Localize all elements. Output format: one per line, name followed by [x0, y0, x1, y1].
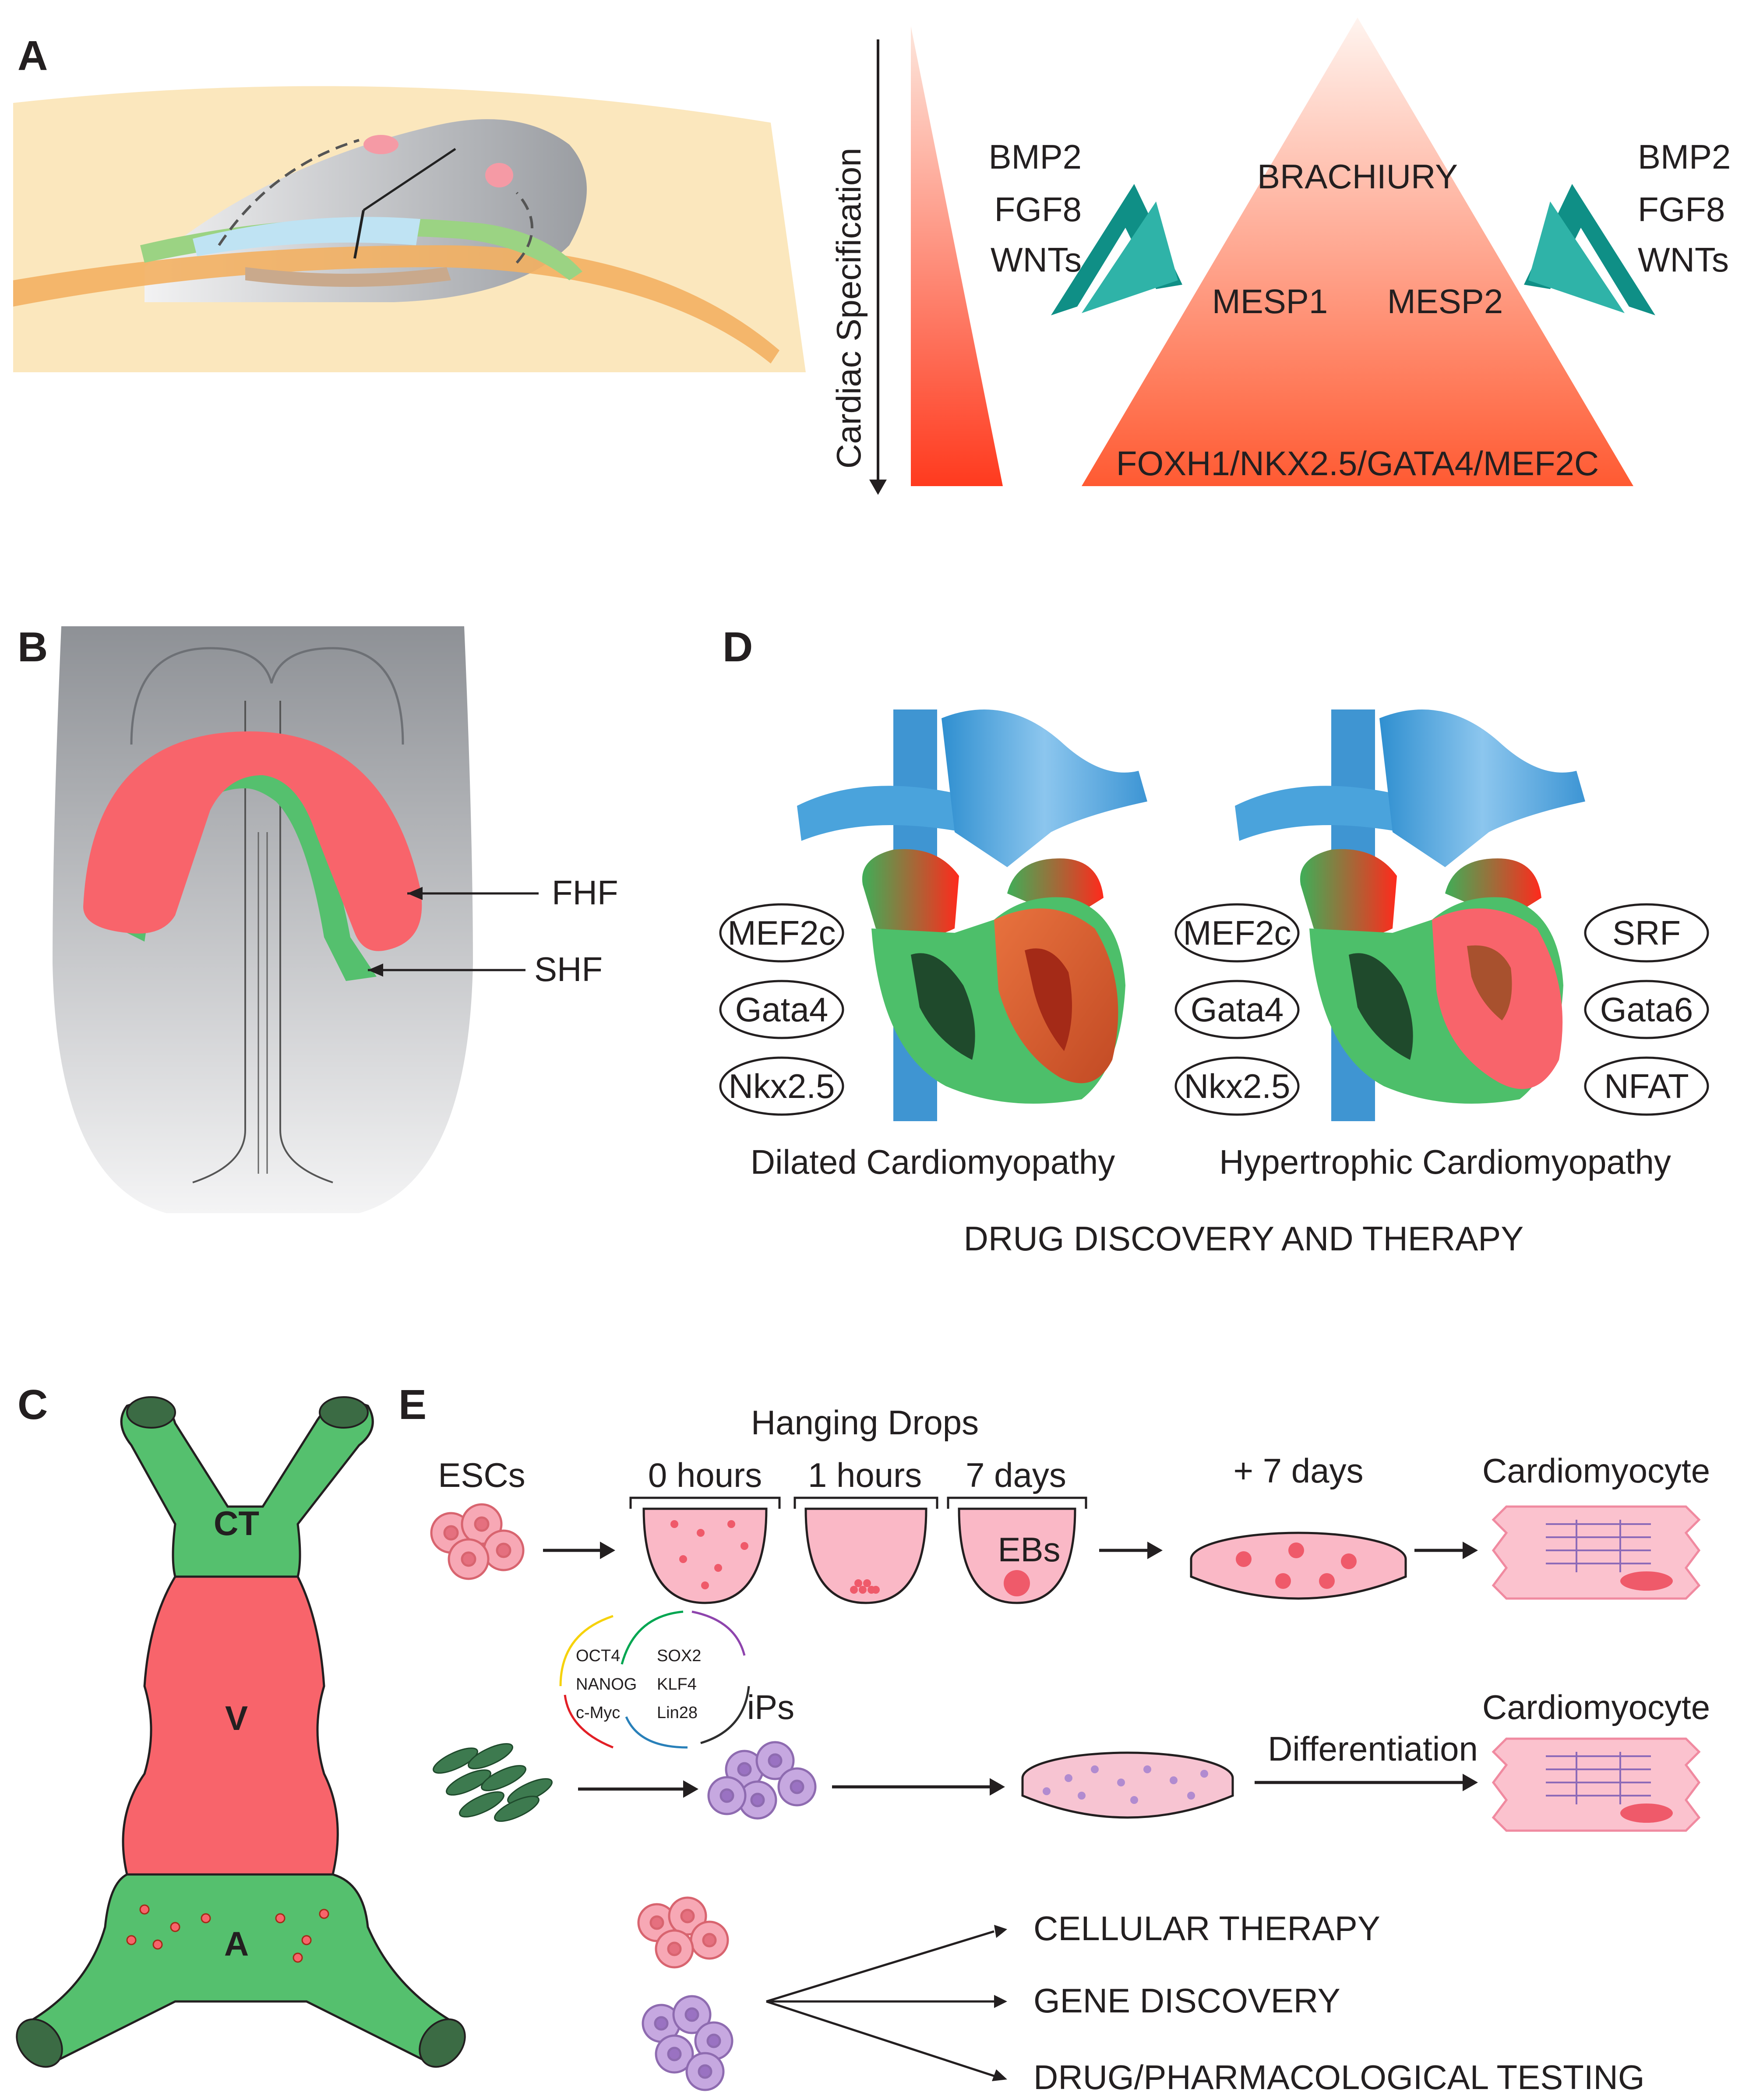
panel-label-c: C: [18, 1381, 48, 1428]
marker-gata4-left: Gata4: [735, 990, 828, 1029]
panel-label-a: A: [18, 32, 48, 79]
esc-cluster: [430, 1503, 525, 1580]
arrowhead: [600, 1542, 615, 1559]
time-7-label: 7 days: [966, 1456, 1066, 1494]
application-cellular-therapy: CELLULAR THERAPY: [1033, 1909, 1380, 1948]
marker-oval: [1584, 903, 1709, 963]
drug-discovery-footer: DRUG DISCOVERY AND THERAPY: [964, 1219, 1524, 1258]
reprogramming-cycle: [559, 1610, 750, 1749]
embryo-cross-section: [13, 86, 806, 372]
tube-label-v: V: [225, 1699, 248, 1737]
factor-oct4: OCT4: [576, 1647, 620, 1665]
hanging-drop-0h: [629, 1496, 781, 1604]
ips-label: iPs: [747, 1688, 794, 1726]
cardiomyocyte-top-label: Cardiomyocyte: [1482, 1451, 1710, 1490]
pyramid-top: BRACHIURY: [1257, 157, 1458, 196]
factor-klf4: KLF4: [657, 1675, 697, 1694]
marker-oval: [719, 903, 844, 963]
caption-hypertrophic: Hypertrophic Cardiomyopathy: [1219, 1143, 1671, 1181]
arrowhead: [990, 1778, 1005, 1796]
fhf-label: FHF: [552, 873, 618, 912]
signal-left-2: FGF8: [994, 190, 1082, 229]
arrowhead: [994, 1995, 1007, 2008]
marker-oval: [1174, 1056, 1300, 1116]
hanging-drop-1h: [793, 1496, 938, 1604]
axis-arrowhead: [869, 480, 887, 495]
shf-label: SHF: [534, 950, 603, 988]
marker-mef2c-right: MEF2c: [1183, 914, 1291, 952]
marker-gata6: Gata6: [1600, 990, 1693, 1029]
chevron-right-icon-left: [1051, 184, 1182, 315]
marker-srf: SRF: [1612, 914, 1681, 952]
panel-label-e: E: [398, 1381, 427, 1428]
marker-gata4-right: Gata4: [1191, 990, 1284, 1029]
application-drug-testing: DRUG/PHARMACOLOGICAL TESTING: [1033, 2058, 1645, 2096]
application-arrows: [766, 1930, 994, 2077]
heart-hypertrophic: [1235, 709, 1585, 1121]
arrowhead: [1463, 1542, 1478, 1559]
marker-oval: [1584, 1056, 1709, 1116]
pyramid-middle-right: MESP2: [1387, 282, 1503, 321]
escs-label: ESCs: [438, 1456, 525, 1494]
plus-7-days-label: + 7 days: [1233, 1451, 1363, 1490]
application-gene-discovery: GENE DISCOVERY: [1033, 1981, 1340, 2020]
cardiomyocyte-bottom: [1492, 1737, 1701, 1832]
pyramid-middle-left: MESP1: [1212, 282, 1328, 321]
cardiomyocyte-bottom-label: Cardiomyocyte: [1482, 1688, 1710, 1726]
esc-cluster-applications: [637, 1896, 729, 1969]
hanging-drops-title: Hanging Drops: [751, 1403, 979, 1442]
chevron-left-icon-right: [1524, 184, 1655, 315]
signal-left-3: WNTs: [991, 240, 1082, 279]
time-0-label: 0 hours: [648, 1456, 762, 1494]
heart-tube: [16, 1396, 466, 2068]
differentiation-label: Differentiation: [1268, 1729, 1478, 1768]
arrowhead: [994, 1925, 1007, 1938]
tube-label-ct: CT: [214, 1504, 259, 1542]
arrowhead: [683, 1780, 698, 1798]
marker-nkx25-right: Nkx2.5: [1184, 1067, 1291, 1105]
factor-nanog: NANOG: [576, 1675, 637, 1694]
arrowhead: [1147, 1542, 1163, 1559]
marker-oval: [1174, 980, 1300, 1039]
marker-mef2c-left: MEF2c: [727, 914, 836, 952]
panel-label-b: B: [18, 624, 48, 671]
ebs-label: EBs: [998, 1530, 1060, 1569]
culture-dish-escs: [1190, 1532, 1407, 1600]
ips-cluster-applications: [642, 1995, 733, 2091]
gradient-wedge: [911, 26, 1003, 486]
signal-right-2: FGF8: [1638, 190, 1725, 229]
tube-label-a: A: [224, 1924, 249, 1963]
shf-arrowhead: [368, 964, 383, 977]
heart-dilated: [797, 709, 1147, 1121]
axis-label: Cardiac Specification: [829, 148, 868, 469]
marker-oval: [1584, 980, 1709, 1039]
fibroblast-cluster: [433, 1743, 553, 1822]
panel-label-d: D: [723, 624, 753, 671]
factor-cmyc: c-Myc: [576, 1704, 620, 1722]
factor-sox2: SOX2: [657, 1647, 701, 1665]
marker-nkx25-left: Nkx2.5: [729, 1067, 835, 1105]
culture-dish-ips: [1021, 1751, 1234, 1819]
time-1-label: 1 hours: [808, 1456, 922, 1494]
embryo-dorsal-view: [53, 626, 473, 1213]
factor-lin28: Lin28: [657, 1704, 698, 1722]
fhf-arrowhead: [407, 887, 423, 900]
arrowhead: [1463, 1774, 1478, 1791]
marker-oval: [1174, 903, 1300, 963]
caption-dilated: Dilated Cardiomyopathy: [751, 1143, 1115, 1181]
marker-nfat: NFAT: [1604, 1067, 1689, 1105]
ips-cluster: [707, 1741, 817, 1820]
marker-oval: [719, 980, 844, 1039]
signal-right-1: BMP2: [1638, 138, 1731, 176]
arrowhead: [992, 2069, 1007, 2081]
cardiomyocyte-top: [1492, 1505, 1701, 1600]
pyramid-base: FOXH1/NKX2.5/GATA4/MEF2C: [1116, 444, 1599, 483]
hanging-drop-7d: [947, 1496, 1087, 1604]
signal-left-1: BMP2: [989, 138, 1082, 176]
gene-pyramid: [1082, 18, 1633, 486]
signal-right-3: WNTs: [1638, 240, 1729, 279]
marker-oval: [719, 1056, 844, 1116]
